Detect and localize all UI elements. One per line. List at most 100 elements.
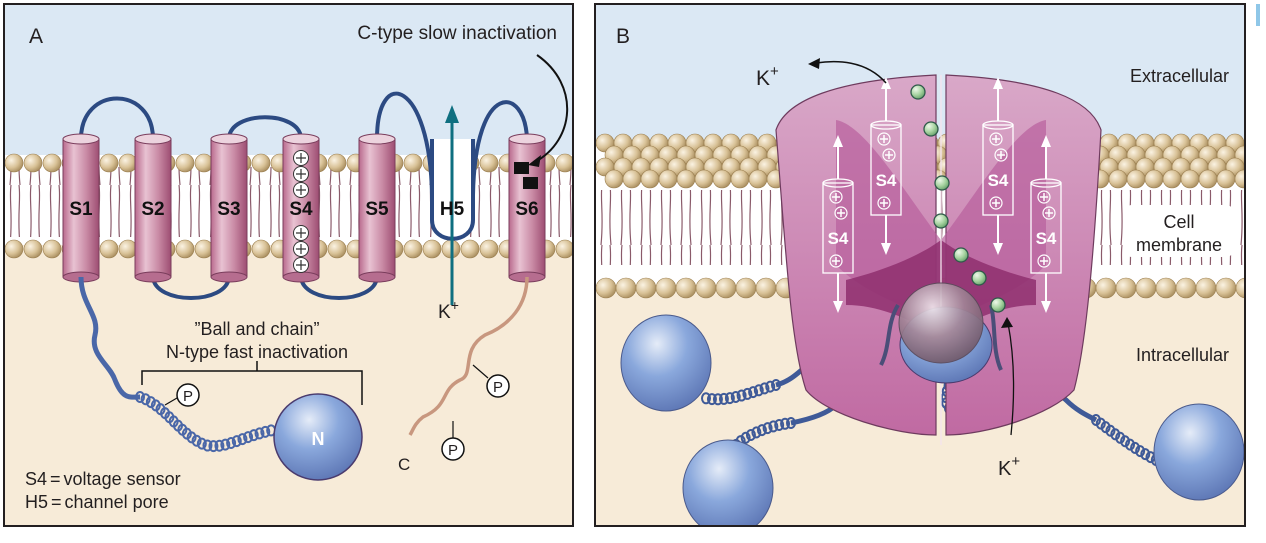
legend: S4=voltage sensor H5=channel pore bbox=[25, 469, 181, 512]
lipid-head bbox=[1095, 277, 1117, 299]
lipid-head bbox=[327, 239, 347, 259]
coil-loop bbox=[759, 382, 770, 395]
plus-glyph bbox=[832, 193, 840, 201]
lipid-head bbox=[555, 153, 572, 173]
plus-glyph bbox=[296, 153, 306, 163]
helix-bottom bbox=[210, 271, 248, 283]
helix-label: S4 bbox=[289, 199, 313, 220]
s4-sensor: S4 bbox=[870, 77, 902, 255]
phospho-site-icon bbox=[441, 437, 465, 461]
coil-loop bbox=[740, 431, 751, 444]
panel-label: B bbox=[616, 25, 630, 48]
lipid-head bbox=[118, 239, 138, 259]
coil-loop bbox=[220, 438, 231, 451]
coil-loop bbox=[202, 439, 213, 452]
coil-loop bbox=[243, 431, 254, 444]
k-efflux-arrow bbox=[815, 60, 887, 84]
coil-loop bbox=[753, 384, 764, 397]
coil-loop bbox=[730, 390, 741, 403]
plus-glyph bbox=[296, 244, 306, 254]
positive-charge-icon bbox=[989, 196, 1003, 210]
positive-charge-icon bbox=[989, 132, 1003, 146]
lipid-head bbox=[1234, 169, 1244, 189]
membrane-label-bg bbox=[1124, 205, 1234, 257]
lipid-head bbox=[42, 153, 62, 173]
plus-glyph bbox=[880, 199, 888, 207]
lipid-head bbox=[1108, 169, 1128, 189]
coil-loop bbox=[736, 389, 747, 402]
lipid-head bbox=[1215, 277, 1237, 299]
lipid-head bbox=[596, 277, 617, 299]
lipid-head bbox=[99, 153, 119, 173]
helix-label: S3 bbox=[217, 199, 240, 220]
positive-charge-icon bbox=[1037, 190, 1051, 204]
lipid-head bbox=[422, 239, 442, 259]
lipid-head bbox=[635, 277, 657, 299]
coil-loop bbox=[208, 440, 219, 453]
coil-loop bbox=[1115, 431, 1126, 444]
helix-top bbox=[62, 133, 100, 145]
coil-loop bbox=[1110, 428, 1121, 441]
helix-bottom bbox=[282, 271, 320, 283]
lipid-head bbox=[715, 277, 737, 299]
helix-top bbox=[134, 133, 172, 145]
plus-glyph bbox=[992, 199, 1000, 207]
helix-body bbox=[134, 138, 172, 278]
lipid-head bbox=[1155, 277, 1177, 299]
positive-charge-icon bbox=[994, 148, 1008, 162]
n-type-label: N-type fast inactivation bbox=[166, 342, 348, 362]
intracellular-label: Intracellular bbox=[1136, 345, 1229, 365]
positive-charge-icon bbox=[1037, 254, 1051, 268]
c-terminus-label: C bbox=[398, 455, 410, 474]
positive-charge-icon bbox=[877, 132, 891, 146]
arrow-up-icon bbox=[1041, 135, 1051, 147]
positive-charge-icon bbox=[882, 148, 896, 162]
lipid-head bbox=[327, 153, 347, 173]
tether-left bbox=[879, 303, 900, 366]
positive-charge-icon bbox=[834, 206, 848, 220]
coil-loop bbox=[724, 392, 735, 405]
c-type-label: C-type slow inactivation bbox=[357, 23, 557, 44]
coil-loop bbox=[1120, 435, 1131, 448]
arrow-down-icon bbox=[993, 243, 1003, 255]
coil-loop bbox=[226, 436, 237, 449]
coil-loop bbox=[701, 392, 712, 405]
positive-charge-icon bbox=[877, 196, 891, 210]
lipid-head bbox=[555, 239, 572, 259]
s4-label: S4 bbox=[988, 171, 1009, 190]
plus-glyph bbox=[1040, 257, 1048, 265]
lipid-head bbox=[194, 153, 214, 173]
legend-item: S4=voltage sensor bbox=[25, 469, 181, 489]
inactivation-ball bbox=[1153, 403, 1244, 501]
coil-loop bbox=[196, 437, 207, 450]
potassium-ion bbox=[971, 270, 987, 286]
pore-blocking-ball bbox=[898, 282, 984, 364]
tether-right bbox=[989, 304, 1003, 371]
lipid-head bbox=[23, 153, 43, 173]
c-type-arrow bbox=[534, 54, 569, 163]
potassium-channel bbox=[775, 74, 1102, 445]
helix-label: S1 bbox=[69, 199, 93, 220]
k-ion-label-top: K+ bbox=[756, 63, 779, 90]
extracellular-label: Extracellular bbox=[1130, 66, 1229, 86]
helix-s1: S1 bbox=[62, 133, 100, 283]
potassium-ions bbox=[910, 84, 1006, 313]
helix-label-h5: H5 bbox=[440, 199, 465, 220]
lipid-head bbox=[730, 169, 750, 189]
helix-s5: S5 bbox=[358, 133, 396, 283]
plus-glyph bbox=[832, 257, 840, 265]
n-terminus-coil bbox=[135, 391, 277, 453]
lipid-head bbox=[1175, 277, 1197, 299]
s4-sensor: S4 bbox=[1030, 135, 1062, 313]
lipid-head bbox=[1144, 169, 1164, 189]
plus-glyph bbox=[885, 151, 893, 159]
coil-loop bbox=[748, 386, 759, 399]
panel-label: A bbox=[29, 25, 43, 48]
coil-loop bbox=[768, 420, 779, 433]
pore-arrow-head-icon bbox=[445, 105, 459, 123]
lipid-head bbox=[1198, 169, 1218, 189]
k-ion-label-bottom: K+ bbox=[998, 453, 1020, 480]
s4-charges bbox=[293, 150, 309, 273]
lipid-head bbox=[604, 169, 624, 189]
